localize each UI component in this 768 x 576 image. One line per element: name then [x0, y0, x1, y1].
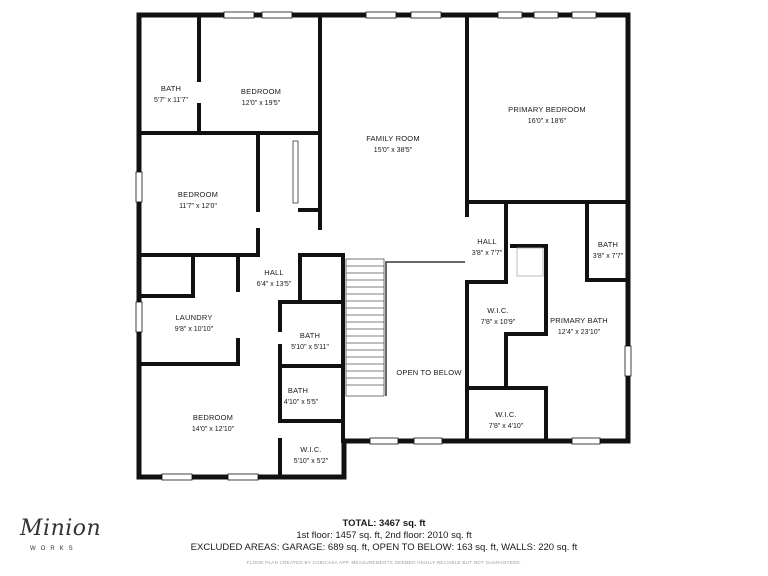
window: [365, 11, 397, 19]
closet-door: [516, 247, 544, 277]
window: [410, 11, 442, 19]
room-name: HALL: [264, 268, 284, 277]
room-name: FAMILY ROOM: [366, 134, 420, 143]
room-dims: 4'10" x 5'5": [284, 399, 319, 406]
closet-doors: [292, 140, 544, 277]
room-dims: 9'8" x 10'10": [175, 326, 214, 333]
room-name: W.I.C.: [300, 445, 322, 454]
room-name: HALL: [477, 237, 497, 246]
room-dims: 5'7" x 11'7": [154, 97, 188, 104]
room-dims: 3'8" x 7'7": [593, 253, 624, 260]
room-name: W.I.C.: [487, 306, 509, 315]
room-name: BATH: [288, 386, 308, 395]
window: [369, 437, 399, 445]
room-dims: 12'0" x 19'5": [242, 100, 281, 107]
window: [135, 301, 143, 333]
exterior-walls: [136, 12, 631, 480]
window: [624, 345, 632, 377]
room-dims: 16'0" x 18'6": [528, 118, 567, 125]
room-dims: 5'10" x 5'11": [291, 344, 329, 351]
interior-walls: [139, 15, 628, 478]
room-name: BATH: [300, 331, 320, 340]
room-name: BATH: [598, 240, 618, 249]
logo-script: Minion: [20, 516, 102, 541]
room-dims: 6'4" x 13'5": [257, 281, 292, 288]
stairs: [345, 258, 465, 397]
room-name: BEDROOM: [178, 190, 218, 199]
window: [261, 11, 293, 19]
floor-areas: 1st floor: 1457 sq. ft, 2nd floor: 2010 …: [296, 530, 472, 541]
window: [571, 437, 601, 445]
room-name: LAUNDRY: [175, 313, 212, 322]
room-dims: 7'8" x 4'10": [489, 423, 524, 430]
open-to-below-rail: [385, 261, 465, 396]
room-name: PRIMARY BEDROOM: [508, 105, 586, 114]
room-name: BEDROOM: [241, 87, 281, 96]
stair-outline: [345, 258, 385, 397]
window: [533, 11, 559, 19]
room-name: BEDROOM: [193, 413, 233, 422]
windows: [135, 11, 632, 481]
room-dims: 7'8" x 10'9": [481, 319, 516, 326]
logo-sub: WORKS: [30, 546, 78, 552]
exterior-wall: [136, 12, 631, 480]
window: [497, 11, 523, 19]
room-dims: 15'0" x 38'5": [374, 147, 413, 154]
room-dims: 3'8" x 7'7": [472, 250, 503, 257]
room-name: OPEN TO BELOW: [396, 368, 462, 377]
room-dims: 12'4" x 23'10": [558, 329, 601, 336]
closet-door: [292, 140, 299, 204]
window: [135, 171, 143, 203]
window: [227, 473, 259, 481]
window: [571, 11, 597, 19]
brand-logo: Minion WORKS: [20, 516, 102, 558]
area-summary: TOTAL: 3467 sq. ft 1st floor: 1457 sq. f…: [0, 518, 768, 554]
window: [223, 11, 255, 19]
room-labels: BATH 5'7" x 11'7" BEDROOM 12'0" x 19'5" …: [154, 84, 624, 465]
window: [161, 473, 193, 481]
disclaimer: FLOOR PLAN CREATED BY CUBICASA APP. MEAS…: [246, 560, 522, 565]
room-dims: 11'7" x 12'0": [179, 203, 217, 210]
room-name: W.I.C.: [495, 410, 517, 419]
room-name: BATH: [161, 84, 181, 93]
window: [413, 437, 443, 445]
total-area: TOTAL: 3467 sq. ft: [342, 518, 426, 529]
room-dims: 5'10" x 5'2": [294, 458, 329, 465]
room-name: PRIMARY BATH: [550, 316, 608, 325]
room-dims: 14'0" x 12'10": [192, 426, 235, 433]
excluded-areas: EXCLUDED AREAS: GARAGE: 689 sq. ft, OPEN…: [190, 542, 578, 553]
